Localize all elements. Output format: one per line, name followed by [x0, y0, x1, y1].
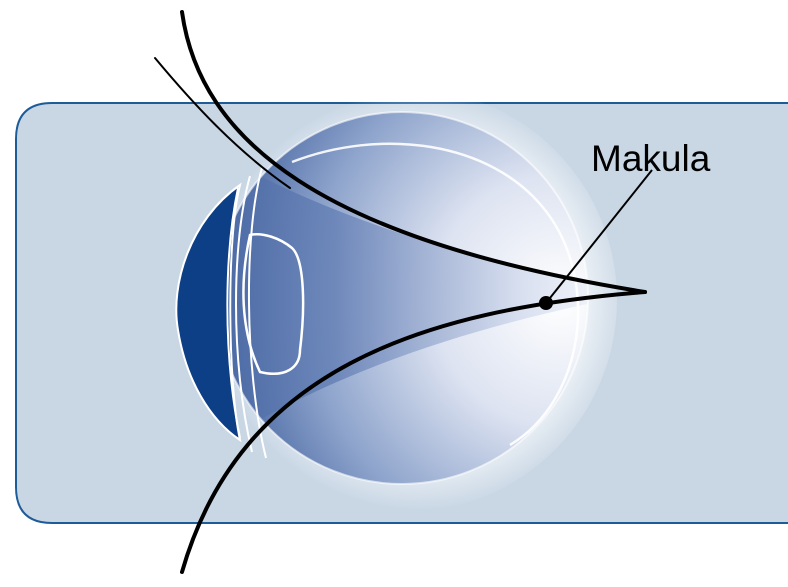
- ray-thin: [154, 57, 291, 189]
- retina-rim: [291, 142, 580, 447]
- cornea: [175, 182, 242, 443]
- macula-label: Makula: [591, 138, 711, 179]
- macula-leader-line: [545, 169, 653, 304]
- anterior-structures: [226, 167, 267, 459]
- lens: [242, 233, 305, 375]
- ray-upper: [180, 10, 647, 294]
- light-cone: [216, 112, 588, 484]
